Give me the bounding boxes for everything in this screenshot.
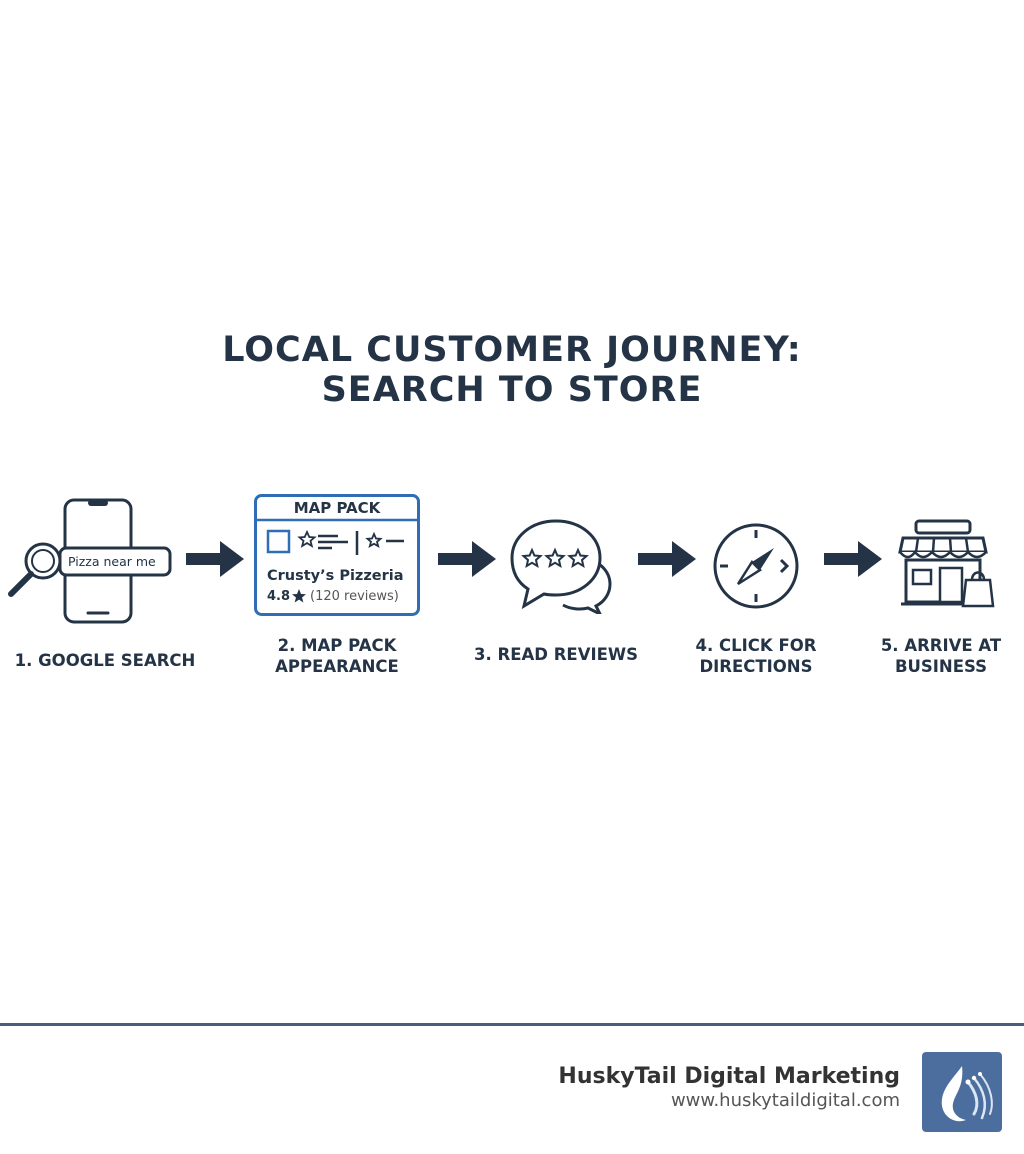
diagram-title-line-2: SEARCH TO STORE [321, 370, 703, 410]
step-5-label: 5. ARRIVE AT BUSINESS [862, 635, 1020, 677]
step-4-label: 4. CLICK FOR DIRECTIONS [670, 635, 842, 677]
diagram-title-line-1: LOCAL CUSTOMER JOURNEY: [222, 330, 802, 370]
step-2-label-line-2: APPEARANCE [275, 657, 399, 676]
storefront-icon [898, 519, 995, 608]
husky-logo-icon [941, 1066, 993, 1122]
compass-icon [713, 523, 799, 609]
step-4-label-line-1: 4. CLICK FOR [695, 636, 817, 655]
step-2-label-line-1: 2. MAP PACK [277, 636, 397, 655]
map-pack-card-icon: MAP PACK Crusty’s Pizzeria 4.8 (120 revi… [254, 494, 420, 616]
step-1-label-line-1: 1. GOOGLE SEARCH [14, 651, 196, 670]
brand-name: HuskyTail Digital Marketing [558, 1064, 900, 1089]
rating-star-icon [292, 589, 306, 603]
phone-search-icon: Pizza near me [8, 498, 172, 624]
brand-url: www.huskytaildigital.com [670, 1090, 900, 1111]
footer-divider [0, 1023, 1024, 1026]
step-4-label-line-2: DIRECTIONS [699, 657, 813, 676]
map-pack-business-name: Crusty’s Pizzeria [267, 568, 404, 584]
arrow-right-icon [438, 541, 496, 577]
map-pack-rating: 4.8 [267, 589, 290, 604]
arrow-right-icon [638, 541, 696, 577]
review-bubbles-icon [510, 519, 612, 614]
search-query-text: Pizza near me [68, 554, 156, 569]
map-pack-review-count: (120 reviews) [310, 589, 399, 604]
arrow-right-icon [824, 541, 882, 577]
map-pack-header: MAP PACK [294, 499, 382, 517]
step-5-label-line-2: BUSINESS [894, 657, 988, 676]
step-3-label-line-1: 3. READ REVIEWS [474, 645, 638, 664]
step-1-label: 1. GOOGLE SEARCH [10, 650, 200, 671]
step-2-label: 2. MAP PACK APPEARANCE [252, 635, 422, 677]
brand-logo [922, 1052, 1002, 1132]
arrow-right-icon [186, 541, 244, 577]
step-5-label-line-1: 5. ARRIVE AT [880, 636, 1002, 655]
step-3-label: 3. READ REVIEWS [466, 644, 646, 665]
